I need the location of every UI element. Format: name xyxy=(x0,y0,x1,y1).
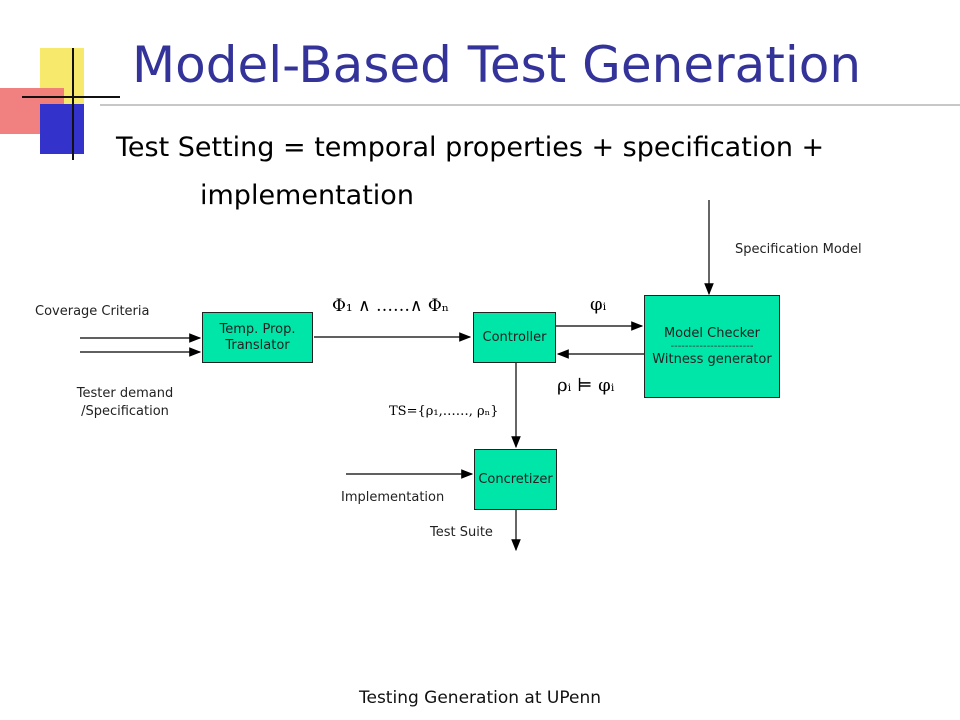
concretizer-box: Concretizer xyxy=(474,449,557,510)
bullet-text-line1: Test Setting = temporal properties + spe… xyxy=(116,132,825,163)
model-checker-box: Model Checker ----------------------- Wi… xyxy=(644,295,780,398)
tester-demand-line2: /Specification xyxy=(81,404,169,419)
translator-label-line1: Temp. Prop. xyxy=(219,321,296,337)
formula-phi-i: φᵢ xyxy=(590,294,607,315)
formula-rho-satisfies-phi: ρᵢ ⊨ φᵢ xyxy=(557,375,615,396)
formula-test-set: TS={ρ₁,……, ρₙ} xyxy=(389,404,499,419)
specification-model-label: Specification Model xyxy=(735,242,862,257)
temp-prop-translator-box: Temp. Prop. Translator xyxy=(202,312,313,363)
witness-generator-label: Witness generator xyxy=(652,351,772,367)
tester-demand-label: Tester demand /Specification xyxy=(60,385,190,421)
slide-title: Model-Based Test Generation xyxy=(132,36,862,94)
translator-label-line2: Translator xyxy=(225,337,290,353)
model-checker-separator: ----------------------- xyxy=(670,340,754,352)
bullet-text-line2: implementation xyxy=(200,180,414,211)
controller-box: Controller xyxy=(473,312,556,363)
slide-footer: Testing Generation at UPenn xyxy=(359,688,601,708)
concretizer-label: Concretizer xyxy=(478,471,553,487)
implementation-label: Implementation xyxy=(341,490,445,505)
coverage-criteria-label: Coverage Criteria xyxy=(35,304,150,319)
tester-demand-line1: Tester demand xyxy=(76,386,174,401)
decor-horizontal-line xyxy=(22,96,120,98)
controller-label: Controller xyxy=(482,329,547,345)
decor-vertical-line xyxy=(72,48,74,160)
title-underline xyxy=(100,104,960,106)
model-checker-label: Model Checker xyxy=(663,325,761,341)
test-suite-label: Test Suite xyxy=(430,525,493,540)
decor-blue-square xyxy=(40,104,84,154)
formula-conjunction: Φ₁ ∧ ……∧ Φₙ xyxy=(332,296,450,316)
corner-decoration xyxy=(0,40,120,170)
